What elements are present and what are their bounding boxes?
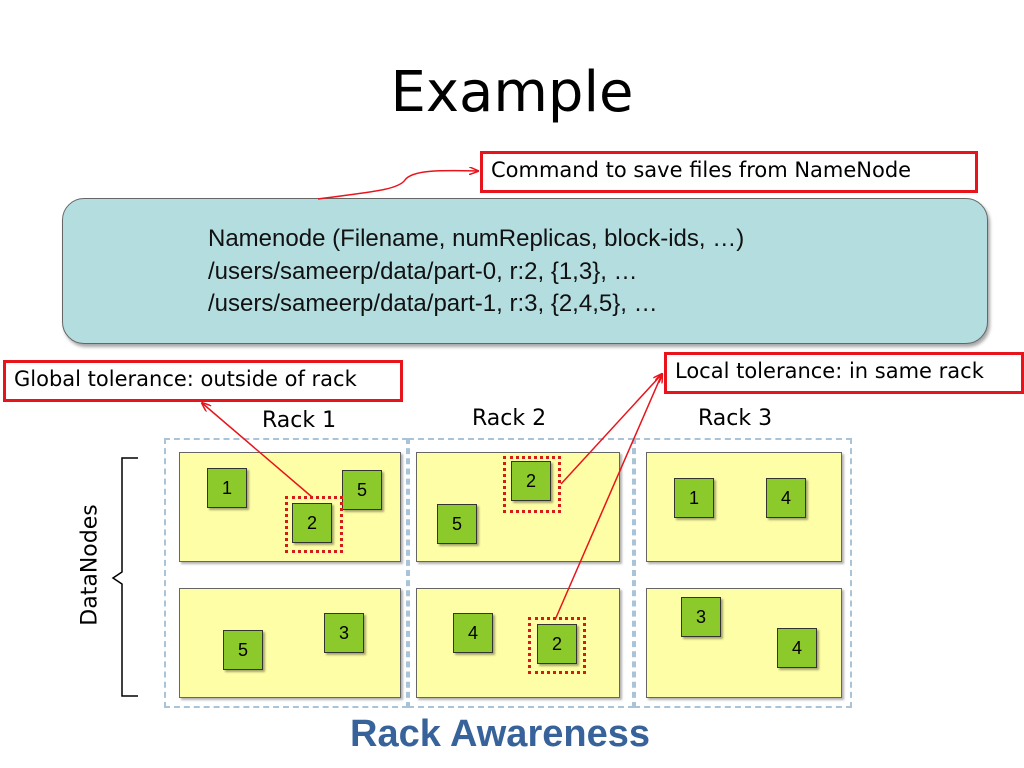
block: 4 [453,613,493,653]
rack-2 [408,438,634,708]
namenode-line: /users/sameerp/data/part-0, r:2, {1,3}, … [208,258,638,285]
namenode-line: /users/sameerp/data/part-1, r:3, {2,4,5}… [208,290,658,317]
block: 1 [674,478,714,518]
block: 4 [766,478,806,518]
datanode [416,588,620,698]
block: 4 [777,628,817,668]
block: 5 [342,470,382,510]
local-tolerance-arrow-bottom [554,374,662,621]
footer-title: Rack Awareness [350,713,650,755]
block: 3 [324,613,364,653]
block: 2 [537,624,577,664]
block: 3 [681,597,721,637]
rack-2-label: Rack 2 [472,406,547,431]
block: 5 [437,504,477,544]
rack-1-label: Rack 1 [262,408,337,433]
block: 2 [292,503,332,543]
rack-1 [164,438,408,708]
rack-3 [634,438,852,708]
highlighted-replica [528,617,586,674]
datanode [179,588,401,698]
command-callout: Command to save files from NameNode [480,151,978,193]
rack-3-label: Rack 3 [698,406,773,431]
global-tolerance-callout: Global tolerance: outside of rack [3,360,403,402]
command-connector [317,171,478,200]
slide-title: Example [390,60,634,125]
namenode-box: Namenode (Filename, numReplicas, block-i… [62,198,988,344]
block: 2 [511,461,551,501]
highlighted-replica [285,496,343,553]
block: 1 [207,468,247,508]
namenode-line: Namenode (Filename, numReplicas, block-i… [208,225,745,252]
block: 5 [223,630,263,670]
datanodes-brace [111,457,138,697]
local-tolerance-callout: Local tolerance: in same rack [664,352,1024,394]
highlighted-replica [503,456,561,513]
local-tolerance-arrow-top [560,374,662,485]
global-tolerance-arrow [202,403,313,498]
